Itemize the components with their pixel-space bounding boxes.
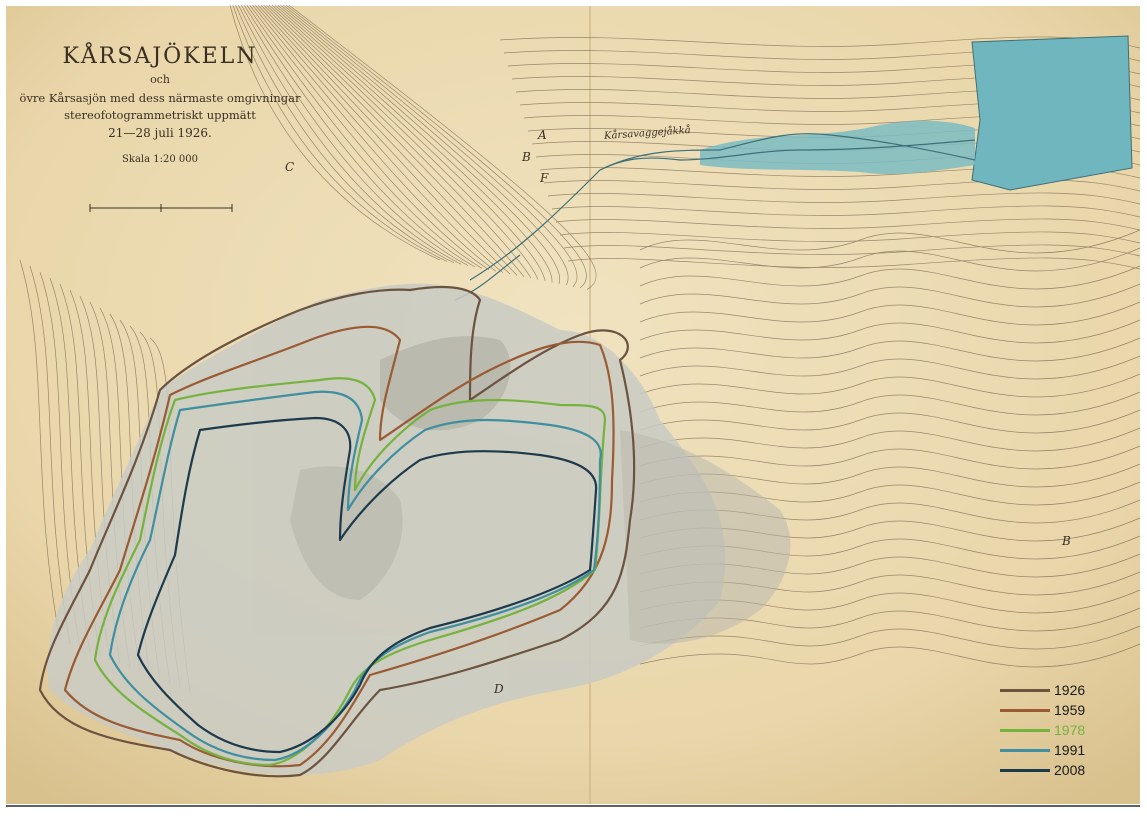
legend-label: 1978 — [1054, 722, 1086, 738]
contour-line — [274, 4, 553, 283]
outline-1926 — [38, 285, 636, 778]
map-title-conj: och — [150, 73, 170, 86]
point-label-f: F — [540, 171, 549, 185]
contour-line — [249, 4, 490, 271]
glacier-ice — [47, 283, 791, 775]
contour-line — [271, 4, 546, 282]
legend-label: 1959 — [1054, 702, 1086, 718]
legend-label: 1926 — [1054, 682, 1086, 698]
point-label-b: B — [522, 150, 531, 164]
contour-line — [639, 355, 1141, 380]
legend-label: 2008 — [1054, 762, 1086, 778]
contour-line — [254, 4, 504, 273]
lake-delta — [700, 120, 975, 175]
contour-line — [232, 4, 448, 262]
contour-line — [29, 265, 71, 645]
contour-line — [567, 257, 1141, 270]
contour-line — [639, 337, 1141, 362]
contour-line — [639, 319, 1141, 344]
contour-line — [555, 218, 1141, 231]
contour-line — [639, 229, 1141, 254]
legend-label: 1991 — [1054, 742, 1086, 758]
map-subtitle-1: övre Kårsasjön med dess närmaste omgivni… — [19, 91, 301, 105]
legend-swatch — [1000, 748, 1050, 752]
contour-line — [639, 625, 1141, 650]
contour-line — [266, 4, 532, 279]
map-title-block: KÅRSAJÖKELN och övre Kårsasjön med dess … — [0, 44, 320, 165]
point-label-b-east: B — [1062, 534, 1071, 548]
contour-line — [257, 4, 511, 275]
map-dates: 21—28 juli 1926. — [108, 126, 212, 140]
map-scale: Skala 1:20 000 — [122, 154, 198, 165]
point-label-a: A — [538, 128, 547, 142]
legend-swatch — [1000, 728, 1050, 732]
contour-line — [639, 391, 1141, 416]
contour-line — [639, 445, 1141, 470]
contour-line — [559, 231, 1141, 244]
contour-line — [229, 4, 441, 261]
contour-line — [277, 4, 561, 284]
point-label-d: D — [494, 682, 504, 696]
legend-swatch — [1000, 708, 1050, 712]
contour-line — [543, 179, 1141, 192]
legend-item: 2008 — [1000, 760, 1110, 780]
legend-item: 1959 — [1000, 700, 1110, 720]
contour-line — [639, 409, 1141, 434]
contour-line — [246, 4, 483, 269]
legend: 1926 1959 1978 1991 2008 — [1000, 680, 1110, 780]
contour-line — [551, 205, 1141, 218]
legend-item: 1978 — [1000, 720, 1110, 740]
lake — [971, 35, 1133, 191]
legend-swatch — [1000, 688, 1050, 692]
contour-line — [252, 4, 497, 272]
contour-line — [238, 4, 462, 265]
contour-line — [285, 4, 587, 289]
contour-line — [19, 259, 61, 641]
contour-line — [282, 4, 578, 287]
contour-line — [280, 4, 569, 286]
point-label-c: C — [285, 160, 295, 174]
outline-2008 — [136, 416, 598, 754]
contour-line — [639, 265, 1141, 290]
legend-swatch — [1000, 768, 1050, 772]
contour-line — [288, 4, 597, 290]
contour-line — [235, 4, 455, 264]
contour-line — [639, 247, 1141, 272]
outline-1959 — [63, 325, 615, 768]
contour-line — [639, 643, 1141, 668]
map-title: KÅRSAJÖKELN — [62, 44, 258, 69]
contour-line — [639, 373, 1141, 398]
glacier-outlines — [38, 285, 636, 778]
map-subtitle-2: stereofotogrammetriskt uppmätt — [64, 108, 256, 122]
legend-item: 1926 — [1000, 680, 1110, 700]
legend-item: 1991 — [1000, 740, 1110, 760]
contour-line — [563, 244, 1141, 257]
contour-line — [547, 192, 1141, 205]
contour-line — [268, 4, 539, 280]
contour-line — [639, 427, 1141, 452]
scale-bar — [89, 204, 233, 212]
contour-line — [263, 4, 525, 278]
contour-line — [639, 301, 1141, 326]
contour-line — [243, 4, 476, 268]
contour-line — [240, 4, 469, 266]
outline-1991 — [108, 390, 602, 762]
contour-line — [639, 283, 1141, 308]
streams — [454, 133, 976, 301]
outline-1978 — [93, 377, 607, 767]
